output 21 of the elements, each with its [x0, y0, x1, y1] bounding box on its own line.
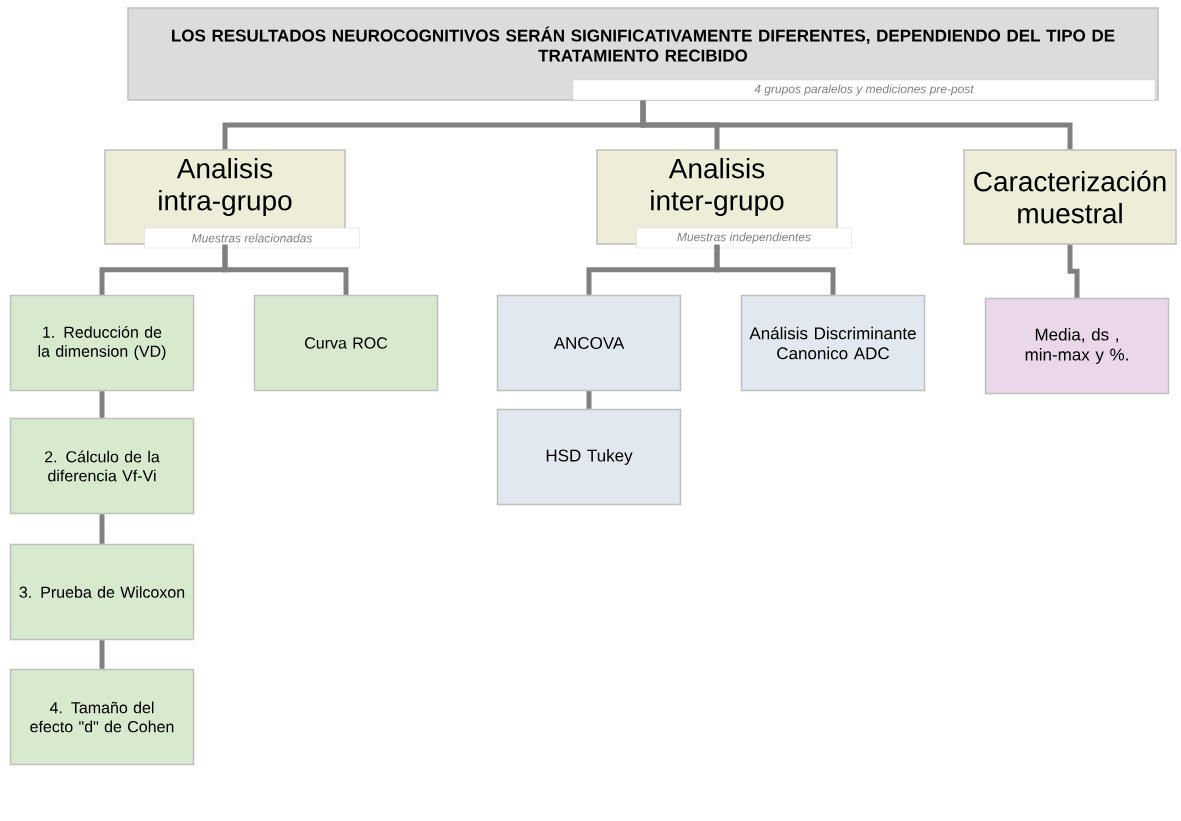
connector [99, 640, 105, 669]
method-box: ANCOVA [496, 294, 682, 392]
method-box: HSD Tukey [496, 408, 682, 506]
category-box: Caracterización muestral [963, 149, 1177, 245]
connector [586, 391, 592, 409]
method-box: 1. Reducción de la dimension (VD) [9, 294, 195, 392]
method-box: Media, ds , min-max y %. [984, 297, 1170, 395]
method-box: 2. Cálculo de la diferencia Vf-Vi [9, 417, 195, 515]
method-box: 3. Prueba de Wilcoxon [9, 543, 195, 641]
connector [99, 514, 105, 544]
method-box: Curva ROC [253, 294, 439, 392]
connector [99, 391, 105, 418]
method-box: Análisis Discriminante Canonico ADC [740, 294, 926, 392]
note-label: Muestras independientes [636, 227, 852, 249]
note-label: 4 grupos paralelos y mediciones pre-post [572, 79, 1156, 101]
method-box: 4. Tamaño del efecto "d" de Cohen [9, 668, 195, 766]
connector [222, 244, 349, 295]
connector [640, 100, 1073, 150]
connector [1067, 244, 1080, 298]
connector [714, 244, 836, 295]
note-label: Muestras relacionadas [144, 227, 360, 249]
